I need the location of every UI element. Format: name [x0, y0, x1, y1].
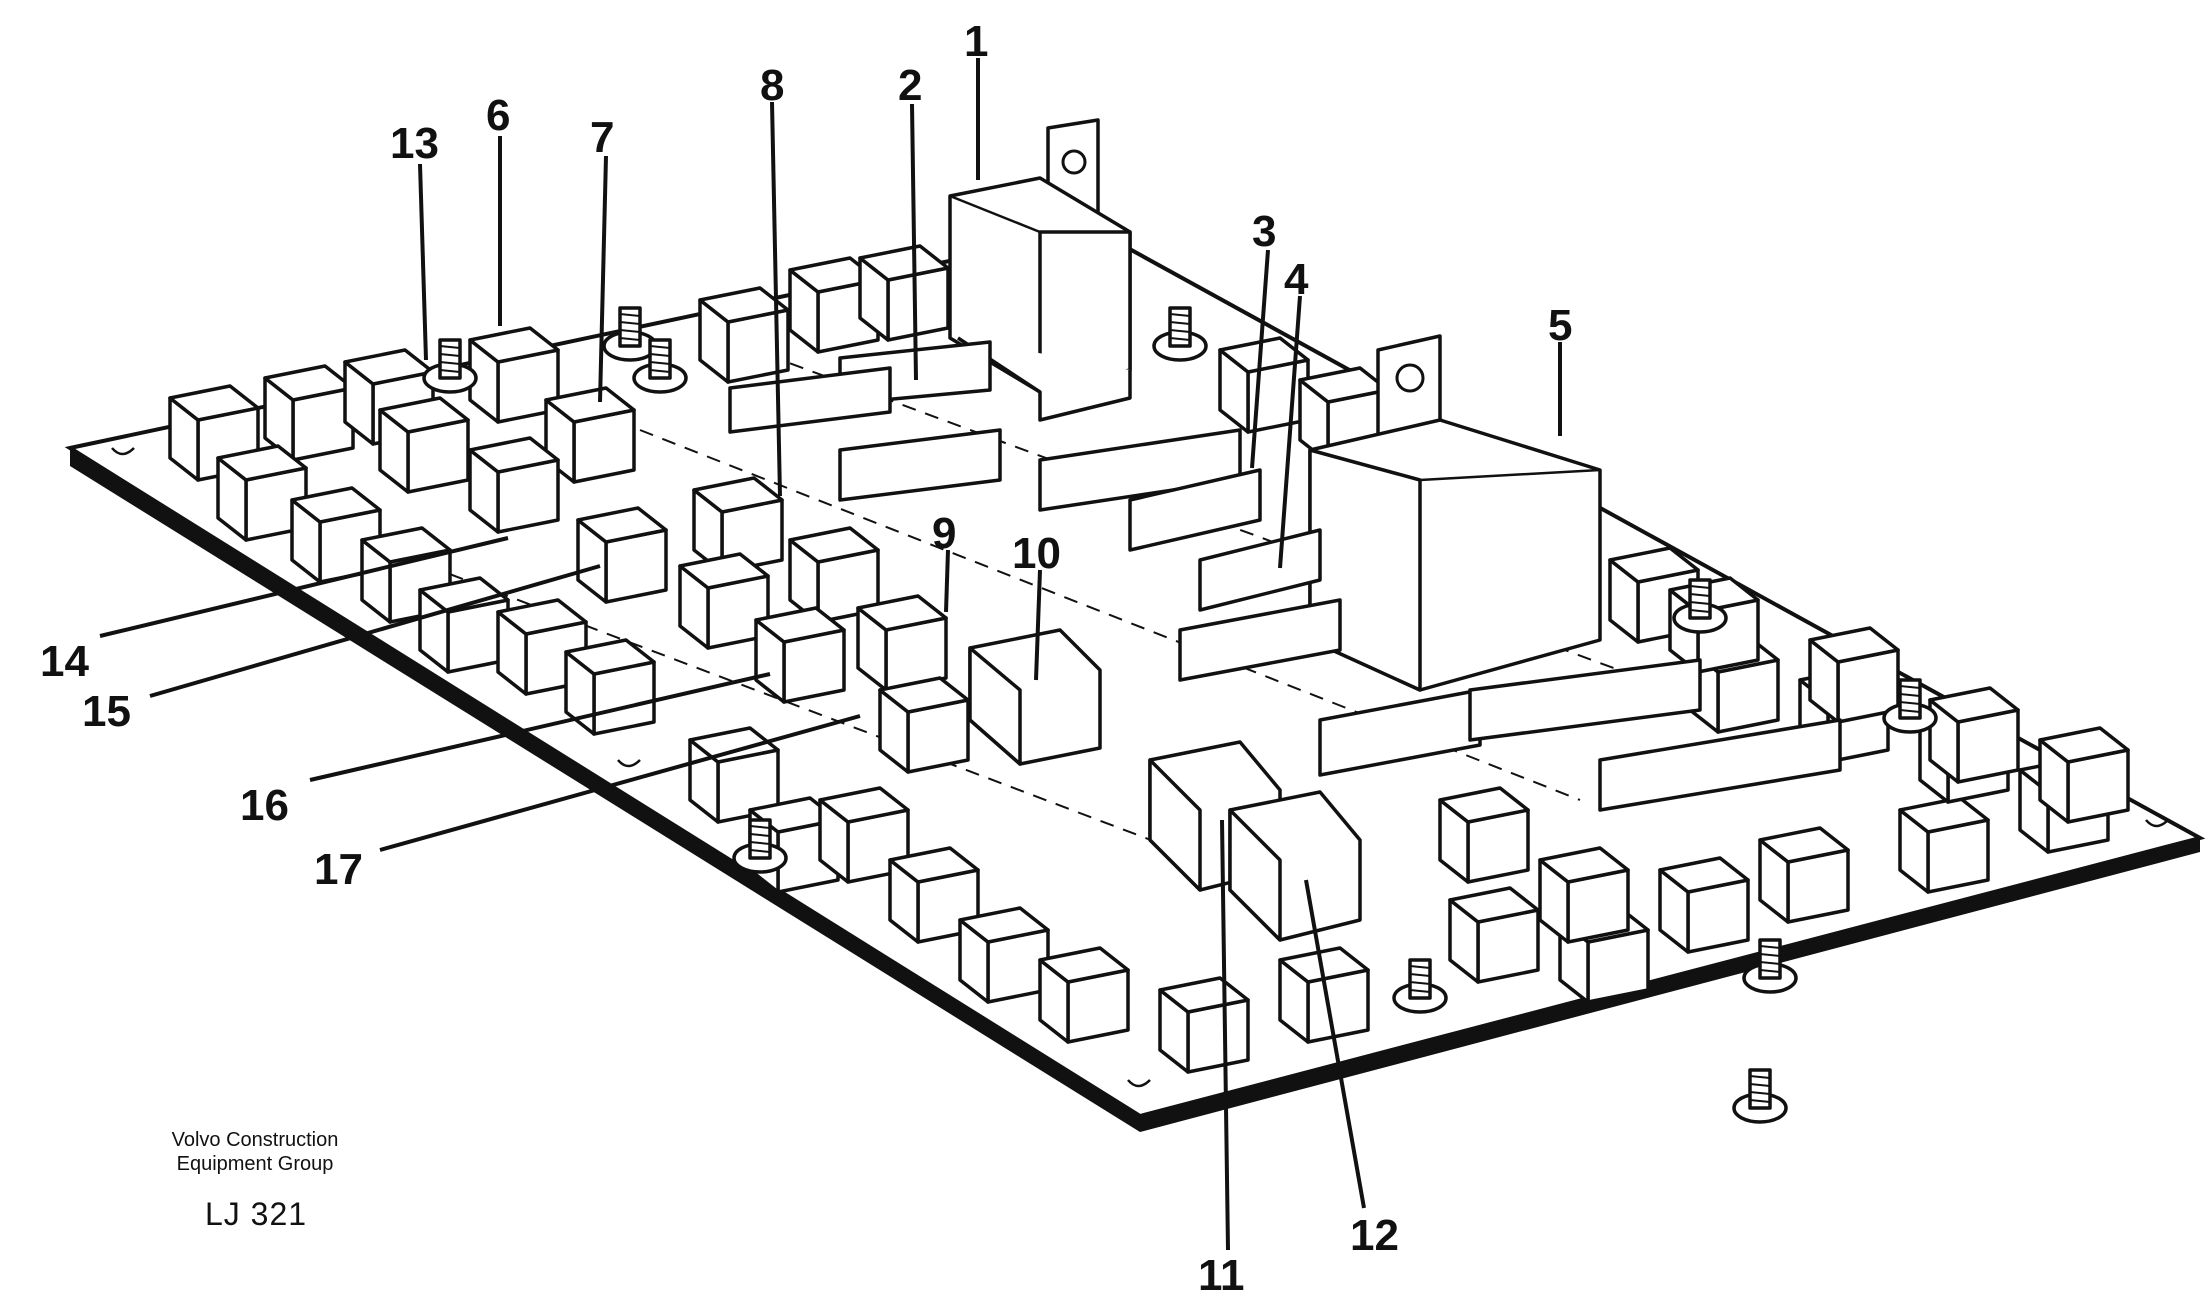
bolt-stud [1672, 578, 1728, 634]
callout-2: 2 [898, 61, 922, 110]
small-relay-box [468, 326, 560, 424]
leader-7 [598, 155, 608, 403]
leader-15 [149, 564, 601, 698]
bolt-stud [1742, 938, 1798, 994]
small-relay-box [564, 638, 656, 736]
small-relay-box [1658, 856, 1750, 954]
callout-13: 13 [390, 119, 439, 168]
small-relay-box [1898, 796, 1990, 894]
bolt-stud [1152, 306, 1208, 362]
callout-14: 14 [40, 637, 89, 686]
leader-2 [910, 103, 918, 381]
leader-16 [309, 672, 771, 782]
small-relay-box [263, 364, 355, 462]
bolt-stud [732, 818, 788, 874]
leader-lines [99, 58, 1562, 1251]
small-relay-box [858, 244, 950, 342]
small-relay-box [1158, 976, 1250, 1074]
small-relay-box [2038, 726, 2130, 824]
bolt-stud [632, 338, 688, 394]
callout-17: 17 [314, 845, 363, 894]
callout-7: 7 [590, 113, 614, 162]
publisher-credit: Volvo Construction Equipment Group [150, 1128, 360, 1176]
leader-8 [770, 101, 782, 497]
small-relay-box [1608, 546, 1700, 644]
mounting-holes [111, 447, 2169, 1088]
callout-11: 11 [1198, 1251, 1245, 1300]
small-relay-box [1538, 846, 1630, 944]
leader-14 [99, 536, 509, 638]
drawing-code: LJ 321 [196, 1196, 316, 1233]
relay-12 [1228, 790, 1362, 942]
callout-6: 6 [486, 91, 510, 140]
small-relay-box [788, 256, 880, 354]
small-relay-box [1438, 786, 1530, 884]
small-relay-box [1808, 626, 1900, 724]
callout-3: 3 [1252, 207, 1276, 256]
small-relay-box [958, 906, 1050, 1004]
leader-12 [1304, 879, 1366, 1209]
small-relay-box [1758, 826, 1850, 924]
terminal-studs [422, 306, 1938, 1124]
board-components [168, 244, 2130, 1074]
small-relay-box [692, 476, 784, 574]
callout-16: 16 [240, 781, 289, 830]
bolt-stud [602, 306, 658, 362]
bolt-stud [1732, 1068, 1788, 1124]
callout-1: 1 [964, 17, 988, 66]
leader-9 [944, 549, 950, 613]
small-relay-box [698, 286, 790, 384]
leader-13 [418, 163, 428, 361]
callout-labels: 1 2 3 4 5 6 7 8 9 10 11 12 13 14 15 16 1… [40, 17, 1572, 1300]
relay-10 [968, 628, 1102, 766]
small-relay-box [378, 396, 470, 494]
small-relay-box [468, 436, 560, 534]
small-relay-box [678, 552, 770, 650]
callout-10: 10 [1012, 529, 1061, 578]
small-relay-box [754, 606, 846, 704]
small-relay-box [1038, 946, 1130, 1044]
small-relay-box [1218, 336, 1310, 434]
callout-4: 4 [1284, 255, 1309, 304]
callout-5: 5 [1548, 301, 1572, 350]
credit-division: Equipment Group [176, 1153, 334, 1175]
credit-company: Volvo Construction [171, 1129, 339, 1151]
bolt-stud [1392, 958, 1448, 1014]
small-relay-box [1278, 946, 1370, 1044]
callout-8: 8 [760, 61, 784, 110]
leader-11 [1220, 819, 1230, 1251]
small-relay-box [576, 506, 668, 604]
leader-17 [379, 714, 861, 852]
small-relay-box [856, 594, 948, 692]
callout-12: 12 [1350, 1211, 1399, 1260]
relay-1 [948, 118, 1132, 422]
leader-3 [1250, 249, 1270, 469]
bolt-stud [1882, 678, 1938, 734]
small-relay-box [418, 576, 510, 674]
leader-4 [1278, 295, 1302, 569]
small-relay-box [1448, 886, 1540, 984]
leader-10 [1034, 569, 1042, 681]
callout-15: 15 [82, 687, 131, 736]
small-relay-box [878, 676, 970, 774]
small-relay-box [1928, 686, 2020, 784]
callout-9: 9 [932, 509, 956, 558]
drawing-code-text: LJ 321 [204, 1196, 308, 1232]
small-relay-box [788, 526, 880, 624]
board-edge [70, 448, 1140, 1132]
board-edge-right [1140, 838, 2200, 1132]
fuse-strips [728, 340, 1842, 812]
bolt-stud [422, 338, 478, 394]
